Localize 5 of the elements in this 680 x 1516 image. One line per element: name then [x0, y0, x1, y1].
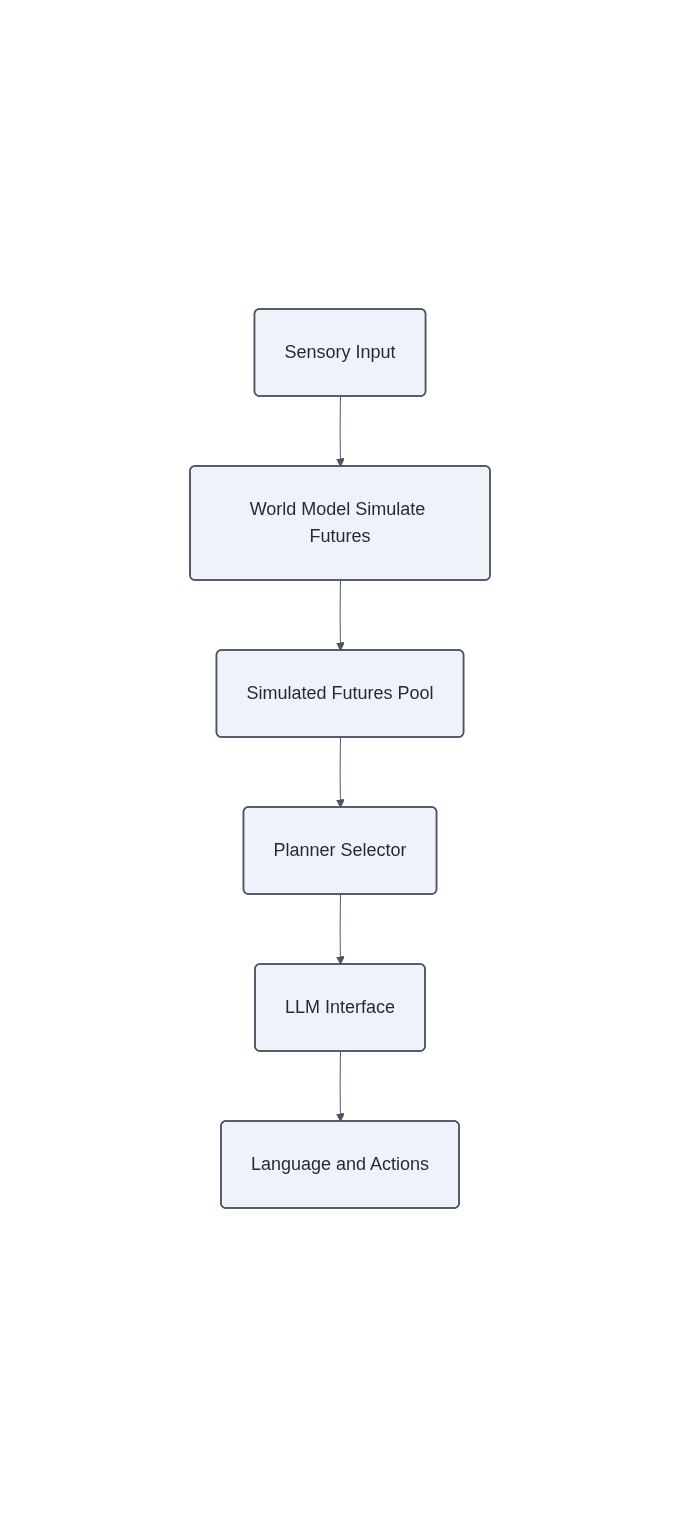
- arrow: [336, 893, 345, 965]
- arrow: [336, 395, 345, 467]
- arrow: [336, 736, 345, 808]
- arrow: [336, 579, 345, 651]
- arrow: [336, 1050, 345, 1122]
